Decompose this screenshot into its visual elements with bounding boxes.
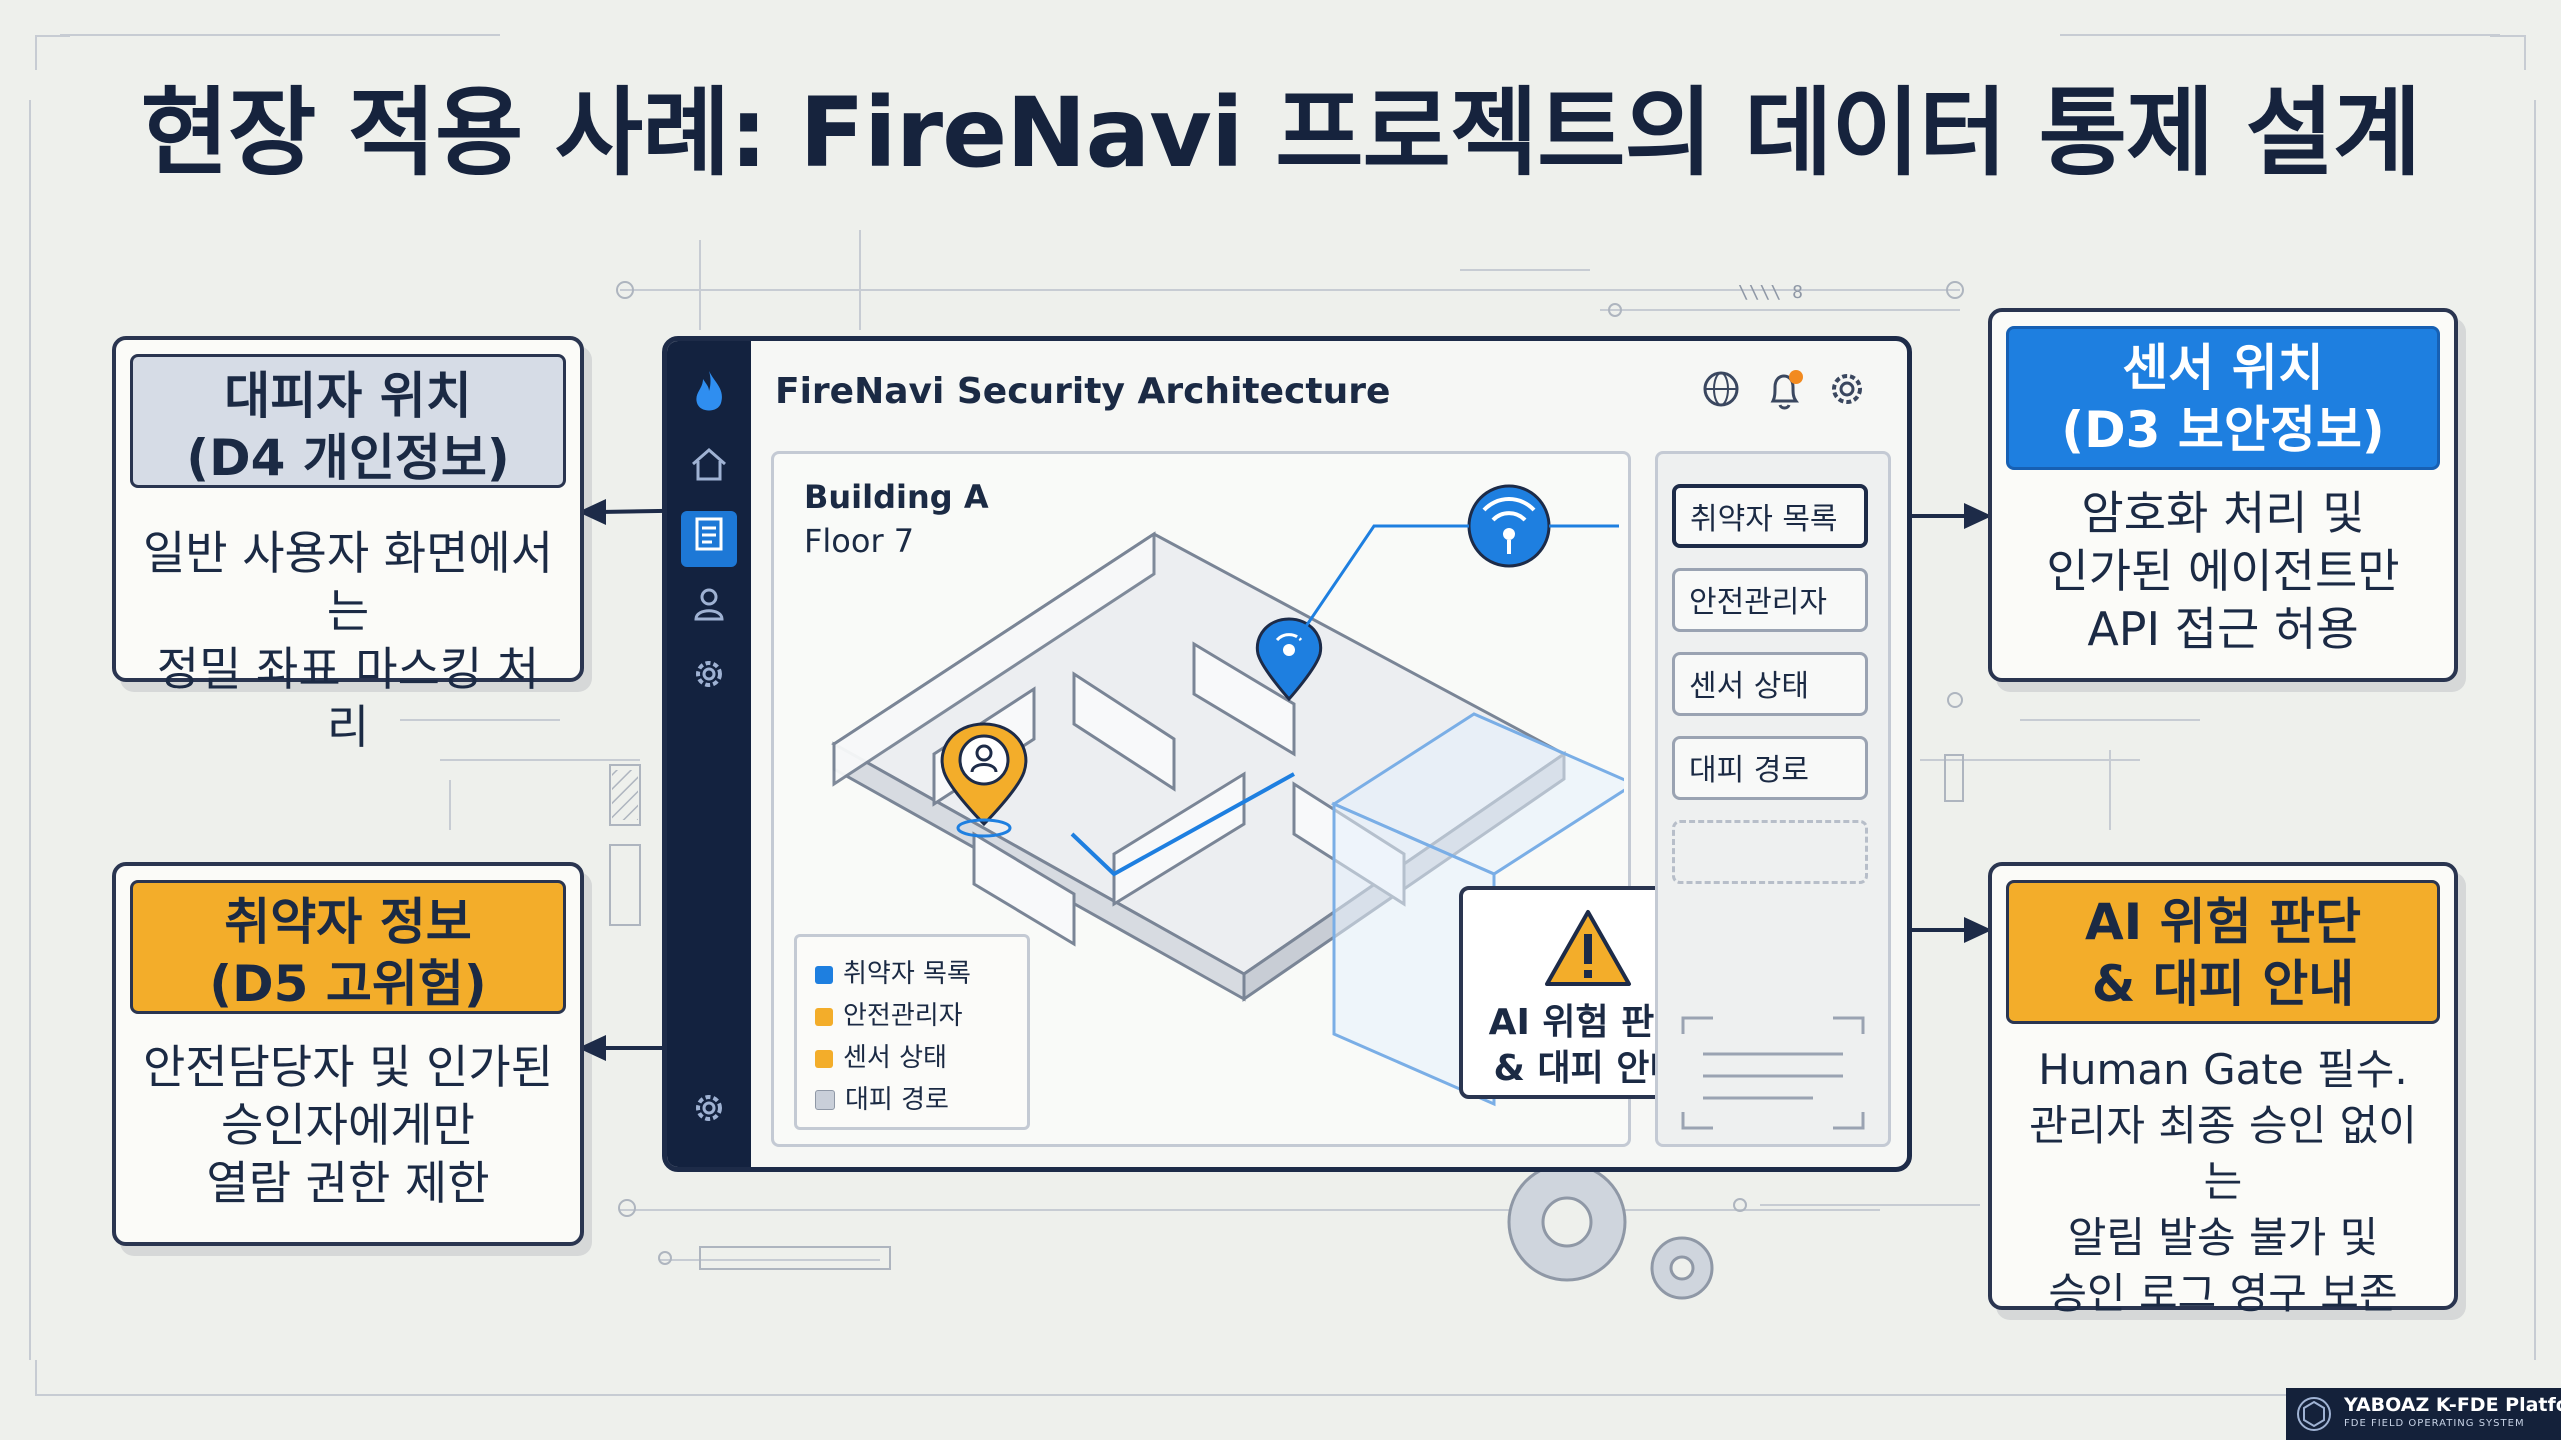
ai-box-line1: AI 위험 판단 xyxy=(1488,1002,1688,1043)
globe-icon[interactable] xyxy=(1701,369,1741,418)
legend-label: 안전관리자 xyxy=(843,1001,963,1031)
home-icon[interactable] xyxy=(681,441,737,497)
card-ai-risk: AI 위험 판단 & 대피 안내 Human Gate 필수. 관리자 최종 승… xyxy=(1988,862,2458,1318)
card-sensor-body-line1: 암호화 처리 및 xyxy=(2081,486,2365,540)
card-ai-body-line3: 알림 발송 불가 및 xyxy=(2067,1213,2379,1262)
legend-item: 대피 경로 xyxy=(815,1079,949,1116)
firenavi-app-window: FireNavi Security Architecture Building … xyxy=(662,336,1912,1172)
app-sidebar xyxy=(667,341,751,1167)
brand-logo-icon xyxy=(2297,1397,2331,1431)
settings-gear-icon[interactable] xyxy=(681,651,737,707)
card-vulnerable-body-line1: 안전담당자 및 인가된 xyxy=(142,1040,554,1094)
card-evacuee-body-line1: 일반 사용자 화면에서는 xyxy=(142,526,554,638)
card-sensor-body-line2: 인가된 에이전트만 xyxy=(2046,544,2400,598)
brand-subtitle: FDE FIELD OPERATING SYSTEM xyxy=(2344,1418,2525,1429)
document-icon[interactable] xyxy=(681,511,737,567)
flame-logo-icon xyxy=(681,369,737,425)
card-ai-body-line2: 관리자 최종 승인 없이는 xyxy=(2029,1101,2417,1206)
card-vulnerable-body: 안전담당자 및 인가된 승인자에게만 열람 권한 제한 xyxy=(136,1038,560,1212)
card-evacuee-location: 대피자 위치 (D4 개인정보) 일반 사용자 화면에서는 정밀 좌표 마스킹 … xyxy=(112,336,584,754)
legend-swatch-gray xyxy=(815,1090,835,1110)
sensor-pin-icon xyxy=(1255,617,1323,702)
isometric-floor-plan xyxy=(831,484,1624,1107)
deco-tick-marks xyxy=(612,770,638,820)
bottom-settings-gear-icon[interactable] xyxy=(681,1085,737,1141)
card-sensor-location: 센서 위치 (D3 보안정보) 암호화 처리 및 인가된 에이전트만 API 접… xyxy=(1988,308,2458,682)
map-legend: 취약자 목록 안전관리자 센서 상태 대피 경로 xyxy=(794,934,1030,1130)
legend-swatch-orange xyxy=(815,1008,833,1026)
card-evacuee-body-line2: 정밀 좌표 마스킹 처리 xyxy=(156,642,540,754)
card-ai-heading-line1: AI 위험 판단 xyxy=(2084,893,2362,951)
evacuee-pin-icon xyxy=(940,722,1028,838)
legend-item: 센서 상태 xyxy=(815,1037,947,1074)
legend-label: 센서 상태 xyxy=(843,1043,947,1073)
card-ai-heading: AI 위험 판단 & 대피 안내 xyxy=(2006,880,2440,1024)
menu-sensor-status-button[interactable]: 센서 상태 xyxy=(1672,652,1868,716)
card-ai-body-line4: 승인 로그 영구 보존 xyxy=(2048,1269,2398,1318)
deco-label: \\\\ 8 xyxy=(1738,282,1804,303)
panel-placeholder-lines xyxy=(1681,1016,1865,1130)
card-vulnerable-body-line2: 승인자에게만 xyxy=(221,1098,475,1152)
card-vulnerable-heading-line2: (D5 고위험) xyxy=(209,955,487,1013)
user-icon[interactable] xyxy=(681,581,737,637)
building-label: Building A xyxy=(804,478,989,516)
arrow-to-vulnerable-card xyxy=(578,1035,606,1061)
brand-badge: YABOAZ K-FDE Platform FDE FIELD OPERATIN… xyxy=(2286,1388,2561,1440)
card-sensor-heading-line1: 센서 위치 xyxy=(2122,339,2324,397)
card-ai-heading-line2: & 대피 안내 xyxy=(2091,955,2355,1013)
card-vulnerable-heading-line1: 취약자 정보 xyxy=(224,893,472,951)
menu-safety-manager-button[interactable]: 안전관리자 xyxy=(1672,568,1868,632)
menu-empty-slot xyxy=(1672,820,1868,884)
arrow-to-ai-card xyxy=(1964,917,1992,943)
menu-vulnerable-list-button[interactable]: 취약자 목록 xyxy=(1672,484,1868,548)
card-evacuee-heading-line1: 대피자 위치 xyxy=(224,367,472,425)
floor-label: Floor 7 xyxy=(804,522,915,560)
legend-label: 취약자 목록 xyxy=(843,959,971,989)
ai-box-text: AI 위험 판단 & 대피 안내 xyxy=(1463,1000,1713,1092)
card-evacuee-heading: 대피자 위치 (D4 개인정보) xyxy=(130,354,566,488)
card-sensor-heading: 센서 위치 (D3 보안정보) xyxy=(2006,326,2440,470)
card-sensor-body: 암호화 처리 및 인가된 에이전트만 API 접근 허용 xyxy=(2012,484,2434,658)
arrow-to-sensor-card xyxy=(1964,503,1992,529)
page-title: 현장 적용 사례: FireNavi 프로젝트의 데이터 통제 설계 xyxy=(140,77,2422,189)
wifi-sensor-icon xyxy=(1467,484,1551,568)
floor-map-panel: Building A Floor 7 xyxy=(771,451,1717,1147)
card-ai-body: Human Gate 필수. 관리자 최종 승인 없이는 알림 발송 불가 및 … xyxy=(2012,1042,2434,1322)
card-evacuee-heading-line2: (D4 개인정보) xyxy=(186,429,510,487)
arrow-to-evacuee-card xyxy=(578,499,606,525)
card-evacuee-body: 일반 사용자 화면에서는 정밀 좌표 마스킹 처리 xyxy=(136,524,560,756)
card-vulnerable-body-line3: 열람 권한 제한 xyxy=(206,1156,490,1210)
header-gear-icon[interactable] xyxy=(1827,369,1867,418)
notification-bell-icon[interactable] xyxy=(1763,369,1807,422)
legend-label: 대피 경로 xyxy=(845,1085,949,1115)
glass-risk-prism xyxy=(1330,712,1624,1107)
legend-swatch-blue xyxy=(815,966,833,984)
card-vulnerable-info: 취약자 정보 (D5 고위험) 안전담당자 및 인가된 승인자에게만 열람 권한… xyxy=(112,862,584,1246)
menu-evacuation-route-button[interactable]: 대피 경로 xyxy=(1672,736,1868,800)
legend-item: 취약자 목록 xyxy=(815,953,971,990)
warning-triangle-icon xyxy=(1545,910,1631,986)
ai-box-line2: & 대피 안내 xyxy=(1493,1048,1683,1089)
right-menu-panel: 취약자 목록 안전관리자 센서 상태 대피 경로 xyxy=(1655,451,1891,1147)
card-ai-body-line1: Human Gate 필수. xyxy=(2038,1045,2408,1094)
legend-item: 안전관리자 xyxy=(815,995,963,1032)
app-title: FireNavi Security Architecture xyxy=(775,371,1391,412)
card-vulnerable-heading: 취약자 정보 (D5 고위험) xyxy=(130,880,566,1014)
brand-name: YABOAZ K-FDE Platform xyxy=(2344,1394,2561,1416)
card-sensor-body-line3: API 접근 허용 xyxy=(2087,602,2359,656)
legend-swatch-orange xyxy=(815,1050,833,1068)
card-sensor-heading-line2: (D3 보안정보) xyxy=(2061,401,2385,459)
